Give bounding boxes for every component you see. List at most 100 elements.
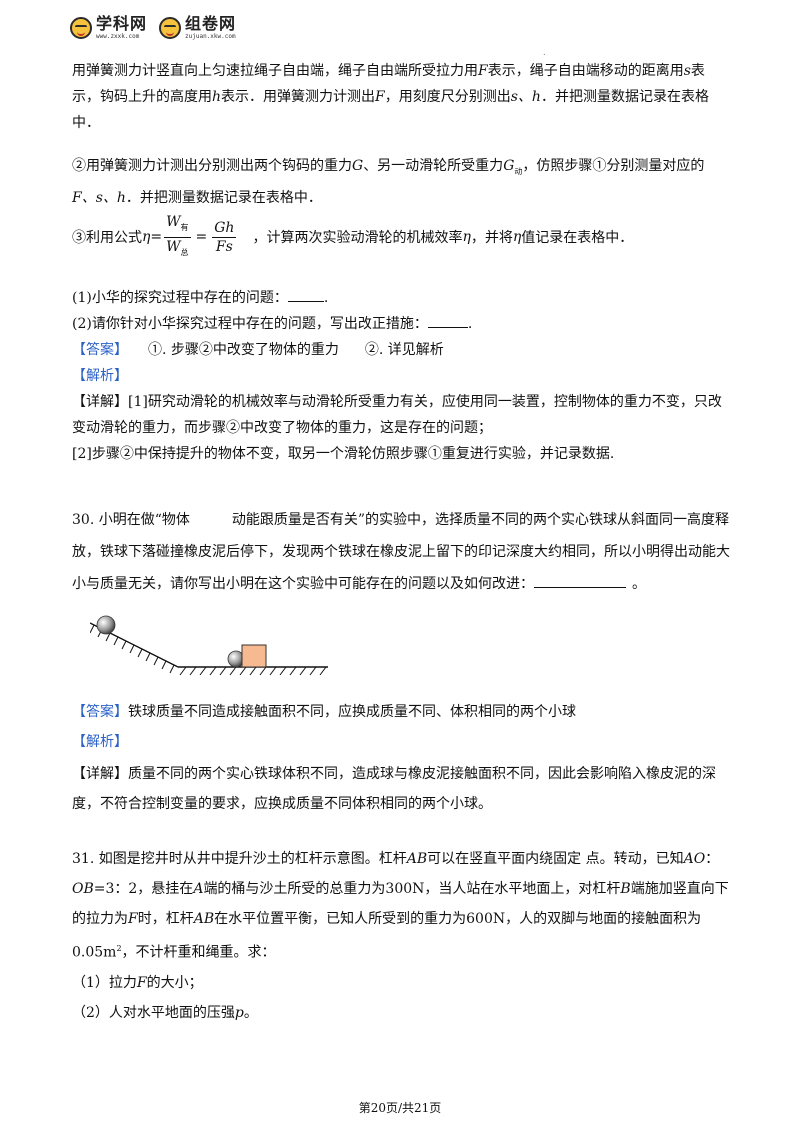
answer-text: ②. 详见解析 [364,342,444,358]
text: 值记录在表格中． [521,230,634,246]
detail-tag: 【详解】 [72,766,128,782]
answer-text: ①. 步骤②中改变了物体的重力 [148,342,339,358]
var: OB [72,881,94,897]
text: 。 [243,1004,258,1021]
q29-subquestions: (1)小华的探究过程中存在的问题：. (2)请你针对小华探究过程中存在的问题，写… [72,285,732,467]
var: G [503,158,515,174]
answer-blank[interactable] [427,313,468,328]
frac-den: W [166,238,181,255]
text: ③利用公式 [72,230,142,246]
text: 31. 如图是挖井时从井中提升沙土的杠杆示意图。杠杆 [72,851,407,867]
text: ．并把测量数据记录在表格 [540,89,709,105]
text: ②用弹簧测力计测出分别测出两个钩码的重力 [72,158,352,174]
plasticine-block [241,644,267,668]
logo-zujuan-url: zujuan.xkw.com [185,33,236,40]
text: =3：2，悬挂在 [93,881,194,897]
analysis-tag: 【解析】 [72,734,128,750]
var: F、s、h [72,189,126,206]
text: 端的桶与沙土所受的总重力为300N，当人站在水平地面上，对杠杆 [203,881,621,897]
text: 时，杠杆 [137,911,194,927]
text: 0.05m [72,944,117,961]
var: η [512,229,522,245]
text: 中． [72,115,100,131]
var: F [478,63,488,79]
text: ，用刻度尺分别测出 [384,89,511,105]
var: G [352,158,364,174]
fraction-gh: Gh Fs [212,219,237,256]
logo-zujuan[interactable]: 组卷网 zujuan.xkw.com [159,16,236,40]
q31-question: 31. 如图是挖井时从井中提升沙土的杠杆示意图。杠杆AB可以在竖直平面内绕固定 … [72,844,732,1028]
equals: = [195,229,208,245]
text: 。 [632,576,646,592]
text: 端施加竖直向下 [630,881,729,897]
iron-ball-top [96,615,116,635]
text: 动能跟质量是否有关”的实验中，选择质量不同的两个实心铁球从斜面同一高度释放，铁球… [72,512,730,592]
var: h [212,89,222,105]
var: B [620,881,631,897]
var: s、h [510,89,541,105]
answer-text: 铁球质量不同造成接触面积不同，应换成质量不同、体积相同的两个小球 [128,704,576,720]
text: 的大小； [146,974,203,991]
var: AB [193,911,215,927]
text: 在水平位置平衡，已知人所受到的重力为600N，人的双脚与地面的接触面积为 [214,911,702,927]
var: AB [406,851,428,867]
detail-text: [1]研究动滑轮的机械效率与动滑轮所受重力有关，应使用同一装置，控制物体的重力不… [72,394,722,436]
text: ： [705,851,720,867]
fraction-w: W有 W总 [164,213,191,262]
header-logos: 学科网 www.zxxk.com 组卷网 zujuan.xkw.com [70,12,248,44]
text: 的拉力为 [72,911,128,927]
text: （2）人对水平地面的压强 [72,1004,235,1021]
logo-zujuan-name: 组卷网 [185,14,237,33]
smiley-icon [70,17,92,39]
var: η [462,229,471,245]
dot-mark: . [543,48,546,57]
smiley-icon [159,17,182,39]
text: (1)小华的探究过程中存在的问题： [72,290,288,306]
var: AO [683,851,706,867]
q30-answer: 【答案】铁球质量不同造成接触面积不同，应换成质量不同、体积相同的两个小球 【解析… [72,699,732,755]
page-number: 第20页/共21页 [358,1101,442,1115]
logo-zxxk[interactable]: 学科网 www.zxxk.com [70,16,147,40]
text: ．并把测量数据记录在表格中． [125,189,322,206]
var: F [136,974,147,991]
q29-step2: ②用弹簧测力计测出分别测出两个钩码的重力G、另一动滑轮所受重力G动，仿照步骤①分… [72,153,732,211]
text: 表示．用弹簧测力计测出 [221,89,376,105]
subscript: 总 [180,247,189,257]
text: . [467,316,473,332]
text: 示，钩码上升的高度用 [72,89,212,105]
subscript: 有 [180,222,189,232]
text: (2)请你针对小华探究过程中存在的问题，写出改正措施： [72,316,428,332]
text: （1）拉力 [72,974,137,991]
answer-blank[interactable] [534,573,626,588]
subscript: 动 [514,166,523,176]
q30-detail: 【详解】质量不同的两个实心铁球体积不同，造成球与橡皮泥接触面积不同，因此会影响陷… [72,759,732,819]
var: A [193,881,204,897]
logo-zxxk-url: www.zxxk.com [96,33,140,40]
var: p [234,1004,244,1021]
logo-zxxk-name: 学科网 [96,14,148,33]
text: ，仿照步骤①分别测量对应的 [522,158,705,174]
text: . [323,290,329,306]
frac-num: Gh [212,219,237,238]
text: ，并将 [470,230,513,246]
ground-floor [178,666,328,676]
var: F [375,89,385,105]
frac-den: Fs [215,238,233,255]
var: η= [142,229,163,245]
text: 用弹簧测力计竖直向上匀速拉绳子自由端，绳子自由端所受拉力用 [72,63,478,79]
text: 表示，绳子自由端移动的距离用 [487,63,684,79]
var: s [683,63,691,79]
text: 、另一动滑轮所受重力 [363,158,504,174]
answer-blank[interactable] [287,287,324,302]
detail-text: 质量不同的两个实心铁球体积不同，造成球与橡皮泥接触面积不同，因此会影响陷入橡皮泥… [72,766,716,812]
detail-text: [2]步骤②中保持提升的物体不变，取另一个滑轮仿照步骤①重复进行实验，并记录数据… [72,446,615,462]
analysis-tag: 【解析】 [72,368,128,384]
text: 可以在竖直平面内绕固定 点。转动，已知 [427,851,684,867]
q30-question: 30. 小明在做“物体动能跟质量是否有关”的实验中，选择质量不同的两个实心铁球从… [72,504,732,600]
frac-num: W [166,213,181,230]
answer-tag: 【答案】 [72,704,128,720]
answer-tag: 【答案】 [72,342,128,358]
q29-step1: 用弹簧测力计竖直向上匀速拉绳子自由端，绳子自由端所受拉力用F表示，绳子自由端移动… [72,58,732,136]
text: ，不计杆重和绳重。求： [121,944,276,961]
